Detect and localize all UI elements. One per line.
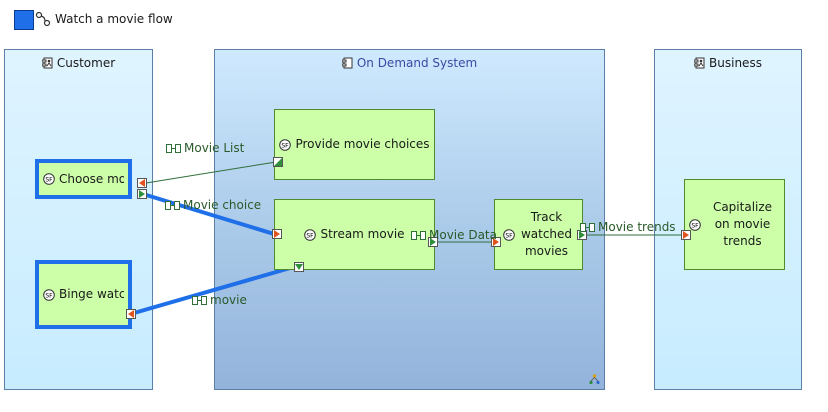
out-port-binge-watch[interactable]	[126, 309, 136, 319]
function-capitalize-on-movie-trends[interactable]: SF Capitalize on movie trends	[684, 179, 785, 270]
in-port-track-watched[interactable]	[491, 237, 501, 247]
actor-component-icon	[41, 57, 53, 69]
out-port-stream-movie-choice[interactable]	[272, 229, 282, 239]
system-component-icon	[341, 57, 353, 69]
actor-component-icon	[694, 57, 705, 69]
in-port-stream-movie[interactable]	[294, 262, 304, 272]
system-function-icon: SF	[279, 138, 292, 151]
out-port-stream-movie-data[interactable]	[428, 237, 438, 247]
lane-system-title: On Demand System	[215, 56, 604, 70]
out-port-arrow-icon	[274, 230, 280, 238]
function-track-watched-movies-label: Track watched movies	[520, 210, 573, 258]
exchange-movie-trends-label: Movie trends	[598, 220, 676, 234]
in-port-arrow-icon	[493, 238, 499, 246]
legend-color-swatch	[14, 10, 34, 30]
function-choose-movie[interactable]: SF Choose mov..	[35, 159, 132, 199]
function-capitalize-on-movie-trends-label: Capitalize on movie trends	[712, 200, 773, 248]
system-function-icon: SF	[43, 173, 55, 185]
function-track-watched-movies[interactable]: SF Track watched movies	[494, 199, 583, 270]
exchange-movie-list[interactable]: Movie List	[166, 141, 244, 155]
exchange-movie-trends[interactable]: Movie trends	[580, 220, 676, 234]
exchange-movie-label: movie	[210, 293, 247, 307]
system-function-icon: SF	[689, 218, 701, 231]
out-port-arrow-icon	[128, 310, 134, 318]
functional-chain-icon	[35, 11, 51, 27]
function-binge-watch[interactable]: SF Binge watch	[35, 260, 132, 329]
exchange-movie[interactable]: movie	[192, 293, 247, 307]
lane-customer[interactable]: Customer	[4, 49, 153, 390]
link-movie-choice[interactable]	[142, 192, 275, 236]
in-port-provide-movie-choices[interactable]	[273, 157, 283, 167]
svg-text:SF: SF	[307, 232, 315, 239]
functional-exchange-icon	[165, 200, 180, 210]
lane-system-label: On Demand System	[356, 56, 478, 70]
system-function-icon: SF	[304, 228, 317, 241]
in-port-arrow-icon	[295, 264, 303, 270]
svg-text:SF: SF	[282, 142, 290, 149]
exchange-movie-choice-label: Movie choice	[183, 198, 262, 212]
functional-exchange-icon	[411, 230, 426, 240]
in-port-arrow-icon	[139, 190, 145, 198]
function-binge-watch-label: Binge watch	[59, 287, 124, 301]
svg-text:SF: SF	[505, 232, 513, 239]
lane-business-title: Business	[655, 56, 801, 70]
exchange-movie-choice[interactable]: Movie choice	[165, 198, 261, 212]
lane-business-label: Business	[709, 56, 762, 70]
in-port-arrow-icon	[274, 158, 282, 166]
function-stream-movie[interactable]: SF Stream movie	[274, 199, 435, 270]
svg-text:SF: SF	[45, 292, 53, 299]
out-port-arrow-icon	[430, 238, 436, 246]
in-port-choose-movie[interactable]	[137, 189, 147, 199]
functional-exchange-icon	[192, 295, 207, 305]
function-choose-movie-label: Choose mov..	[59, 171, 124, 186]
out-port-arrow-icon	[139, 179, 145, 187]
function-stream-movie-label: Stream movie	[320, 227, 405, 241]
legend-label: Watch a movie flow	[55, 12, 173, 26]
tree-decorator-icon	[589, 374, 600, 385]
exchange-movie-data[interactable]: Movie Data	[411, 228, 497, 242]
exchange-movie-list-label: Movie List	[184, 141, 245, 155]
lane-customer-label: Customer	[56, 56, 116, 70]
system-function-icon: SF	[502, 228, 515, 241]
in-port-arrow-icon	[683, 231, 689, 239]
link-movie-list[interactable]	[145, 161, 277, 184]
system-function-icon: SF	[43, 288, 55, 301]
function-provide-movie-choices-label: Provide movie choices	[295, 137, 430, 151]
exchange-movie-data-label: Movie Data	[429, 228, 497, 242]
out-port-choose-movie[interactable]	[137, 178, 147, 188]
svg-text:SF: SF	[45, 176, 53, 183]
functional-exchange-icon	[166, 143, 181, 153]
lane-customer-title: Customer	[5, 56, 152, 70]
function-provide-movie-choices[interactable]: SF Provide movie choices	[274, 109, 435, 180]
link-movie[interactable]	[133, 264, 298, 315]
svg-text:SF: SF	[691, 222, 699, 229]
functional-exchange-icon	[580, 222, 595, 232]
out-port-arrow-icon	[579, 231, 585, 239]
in-port-capitalize-trends[interactable]	[681, 230, 691, 240]
